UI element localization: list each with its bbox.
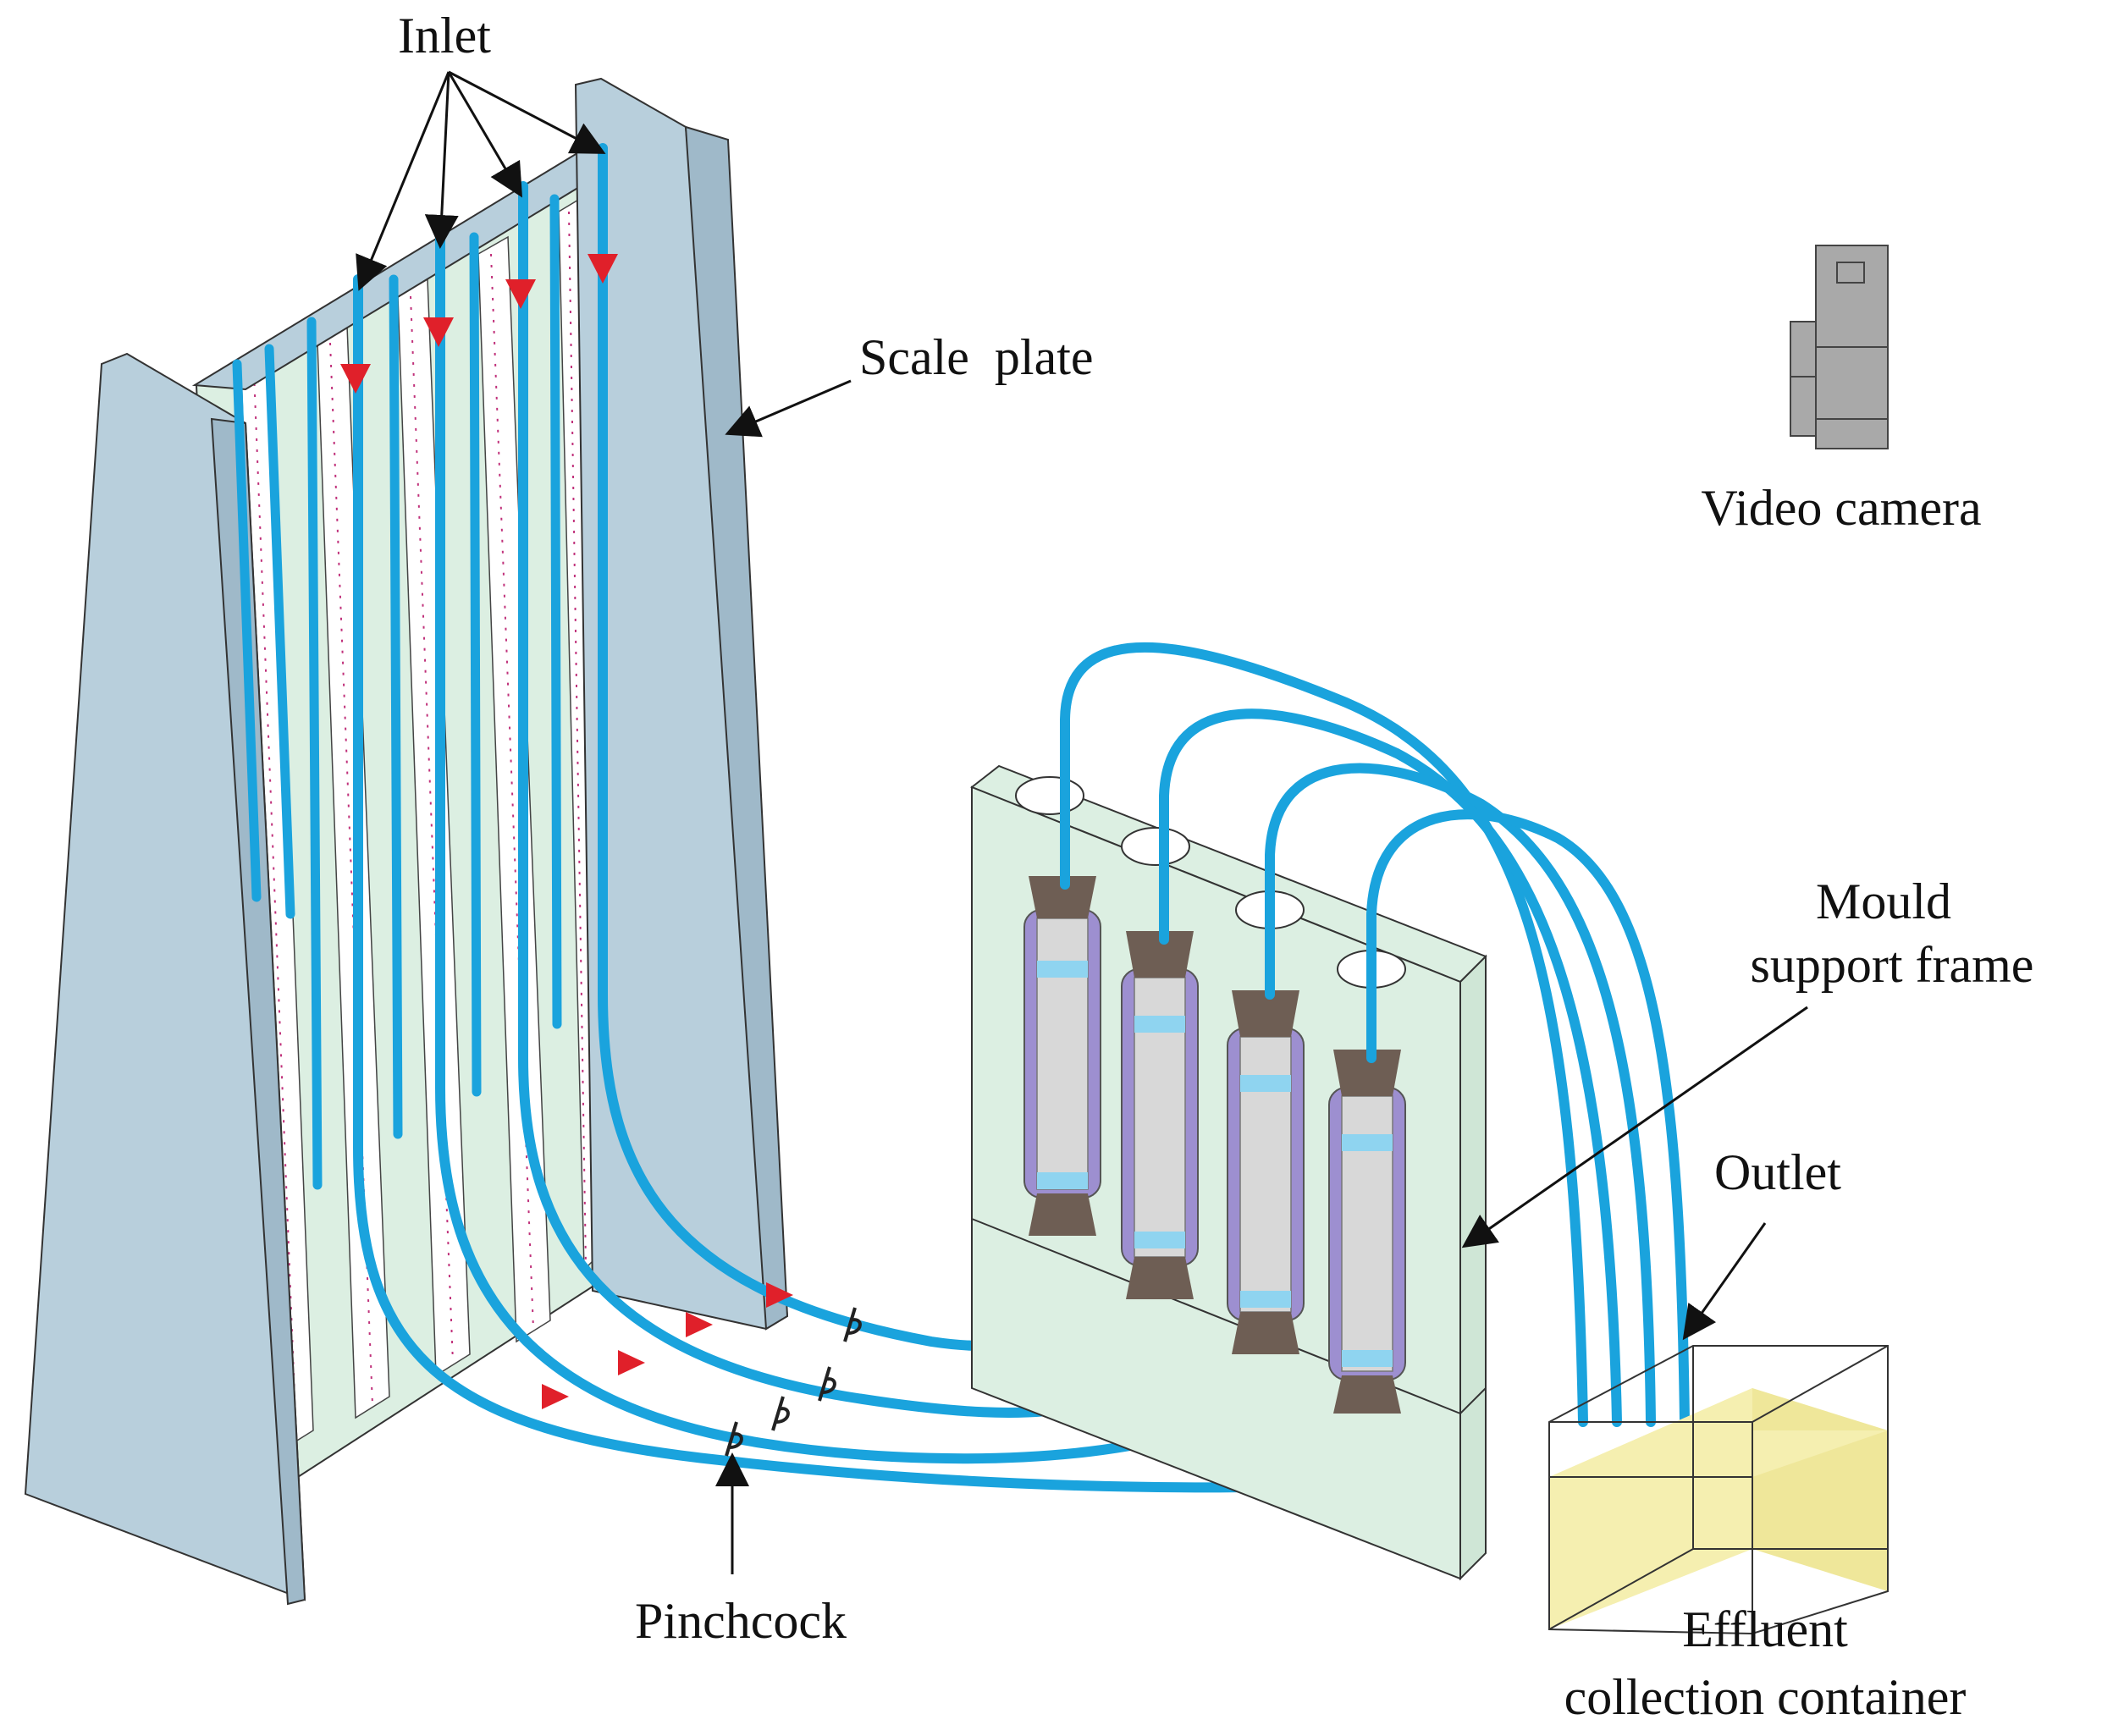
standpipes [232,194,562,1190]
outlet-tube-4 [1366,809,1690,1427]
scale-plate-label: Scale plate [859,329,1094,385]
outlet-tube-1 [1060,642,1588,1427]
effluent-container [1548,1345,1889,1635]
mould-3 [1227,990,1305,1354]
video-camera [1790,245,1889,449]
outlet-tube-3 [1265,763,1656,1427]
inlet-label: Inlet [398,8,491,63]
label-arrows [356,70,1808,1574]
pinchcock-label: Pinchcock [635,1593,847,1649]
mould-label-line1: Mould [1816,874,1951,929]
effluent-label-line1: Effluent [1682,1601,1848,1657]
tubes-to-outlet [1060,642,1690,1427]
flow-arrows [340,254,793,1409]
ruler-ticks [253,211,587,1440]
mould-4 [1328,1050,1406,1414]
mould-2 [1121,931,1199,1299]
mould-1 [1023,876,1101,1236]
effluent-label-line2: collection container [1564,1669,1967,1725]
pinchcocks [725,1307,862,1457]
camera-lens [1790,321,1817,437]
outlet-label: Outlet [1714,1144,1841,1200]
scale-plate [24,77,789,1606]
moulds [1023,876,1406,1414]
mould-label-line2: support frame [1751,937,2034,993]
video-camera-label: Video camera [1701,480,1981,536]
